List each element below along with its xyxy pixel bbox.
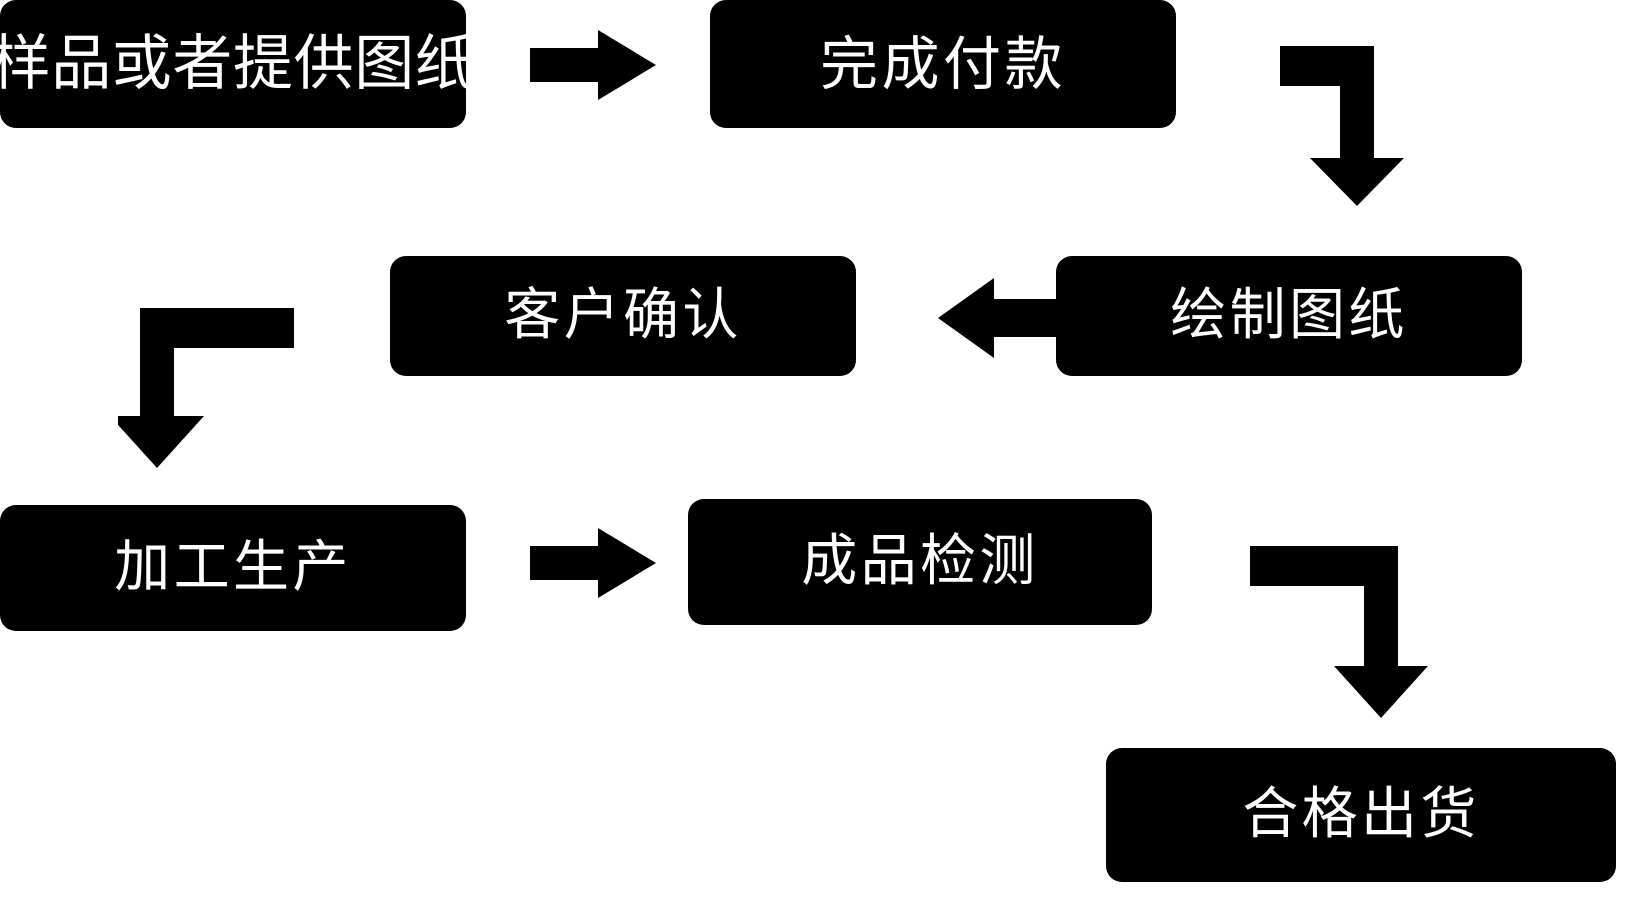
arrow-elbow-right-down-payment-to-drawing-icon xyxy=(1222,38,1422,206)
flow-node-production-label: 加工生产 xyxy=(114,535,352,600)
arrow-right-sample-to-payment-icon xyxy=(530,30,656,100)
flow-node-inspection[interactable]: 成品检测 xyxy=(688,499,1152,625)
flow-node-sample-label: 样品或者提供图纸 xyxy=(0,29,476,99)
flow-node-shipping-label: 合格出货 xyxy=(1242,782,1480,847)
flow-node-shipping[interactable]: 合格出货 xyxy=(1106,748,1616,882)
arrow-elbow-left-down-confirm-to-production-icon xyxy=(118,288,318,468)
flow-node-drawing[interactable]: 绘制图纸 xyxy=(1056,256,1522,376)
arrow-elbow-right-down-inspection-to-shipping-icon xyxy=(1238,538,1438,718)
flow-node-payment-label: 完成付款 xyxy=(820,30,1066,98)
flow-node-payment[interactable]: 完成付款 xyxy=(710,0,1176,128)
flow-node-drawing-label: 绘制图纸 xyxy=(1170,283,1408,348)
flow-node-confirm-label: 客户确认 xyxy=(504,283,742,348)
flow-node-sample[interactable]: 样品或者提供图纸 xyxy=(0,0,475,128)
arrow-right-production-to-inspection-icon xyxy=(530,528,656,598)
flow-node-confirm[interactable]: 客户确认 xyxy=(390,256,856,376)
flow-node-production[interactable]: 加工生产 xyxy=(0,505,466,631)
flow-node-inspection-label: 成品检测 xyxy=(801,529,1039,594)
arrow-left-drawing-to-confirm-icon xyxy=(938,278,1062,358)
